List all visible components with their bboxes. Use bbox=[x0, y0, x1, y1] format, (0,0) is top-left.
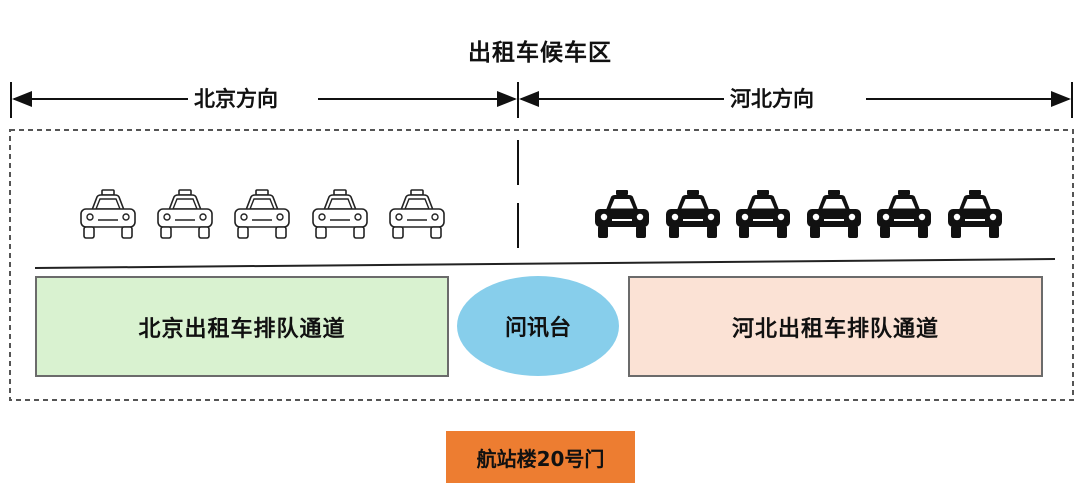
hebei-taxi-icon bbox=[592, 188, 652, 244]
info-desk: 问讯台 bbox=[457, 276, 619, 376]
beijing-lane-label: 北京出租车排队通道 bbox=[138, 316, 346, 342]
hebei-lane-label: 河北出租车排队通道 bbox=[731, 316, 939, 342]
beijing-direction-label: 北京方向 bbox=[188, 84, 284, 114]
terminal-gate-label: 航站楼20号门 bbox=[476, 446, 605, 471]
beijing-taxi-queue-lane: 北京出租车排队通道 bbox=[35, 276, 449, 377]
hebei-taxi-icon bbox=[663, 188, 723, 244]
hebei-taxi-queue-lane: 河北出租车排队通道 bbox=[628, 276, 1043, 377]
waiting-area-dashed-border bbox=[9, 129, 1074, 401]
beijing-taxi-icon bbox=[78, 188, 138, 244]
beijing-taxi-icon bbox=[155, 188, 215, 244]
info-desk-label: 问讯台 bbox=[504, 316, 571, 341]
beijing-taxi-icon bbox=[387, 188, 447, 244]
hebei-taxi-icon bbox=[874, 188, 934, 244]
hebei-taxi-icon bbox=[804, 188, 864, 244]
hebei-taxi-icon bbox=[945, 188, 1005, 244]
diagram-title: 出租车候车区 bbox=[468, 40, 612, 66]
beijing-taxi-icon bbox=[232, 188, 292, 244]
beijing-taxi-icon bbox=[310, 188, 370, 244]
hebei-taxi-icon bbox=[733, 188, 793, 244]
terminal-gate-box: 航站楼20号门 bbox=[446, 431, 635, 483]
curb-line bbox=[34, 258, 1056, 269]
hebei-direction-label: 河北方向 bbox=[724, 84, 820, 114]
